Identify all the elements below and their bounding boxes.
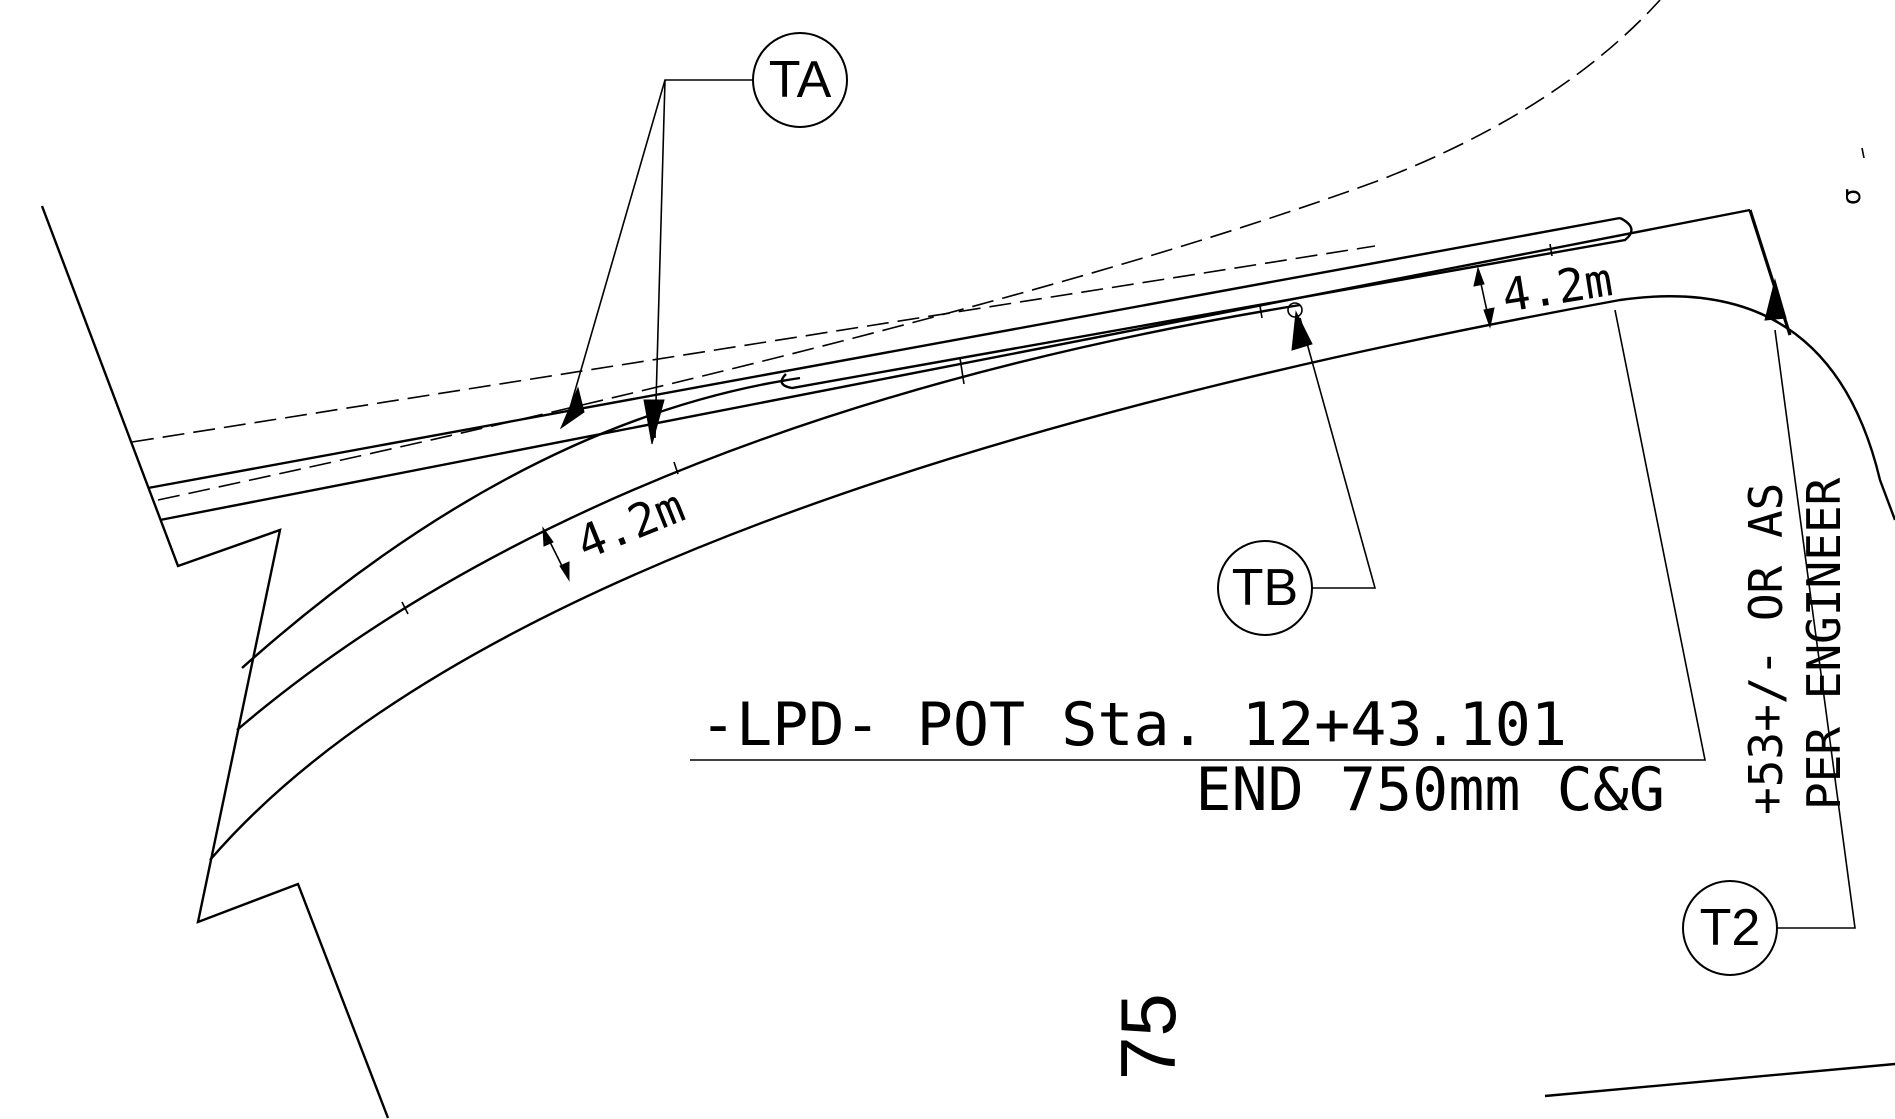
- ta-arrowhead-left: [559, 386, 585, 430]
- ta-callout-label: TA: [769, 51, 832, 109]
- tick-mark: [1549, 243, 1553, 257]
- t2-arrowhead: [1764, 278, 1787, 321]
- tb-arrowhead: [1291, 310, 1313, 351]
- row-dashed-line-lower: [157, 0, 1661, 501]
- outer-curve-line: [209, 295, 1895, 861]
- ta-leader-line: [569, 79, 753, 439]
- ta-arrowhead-right: [643, 399, 665, 445]
- tick-mark: [959, 357, 965, 385]
- curb-line-back: [147, 216, 1621, 490]
- corner-mark: σ: [1837, 189, 1867, 205]
- dimension-arrowhead: [559, 561, 570, 582]
- tb-callout-label: TB: [1232, 559, 1298, 617]
- left-boundary-line: [40, 205, 390, 1119]
- curb-line-top: [159, 208, 1751, 522]
- lower-right-boundary-line: [1544, 1062, 1895, 1098]
- dimension-label-upper: 4.2m: [1498, 252, 1616, 323]
- corner-tick: [1861, 147, 1865, 159]
- tb-leader-line: [1299, 317, 1377, 589]
- end-curb-label: END 750mm C&G: [1195, 755, 1665, 825]
- t2-leader-line: [1774, 329, 1856, 929]
- station-label: -LPD- POT Sta. 12+43.101: [700, 690, 1567, 760]
- station-leader-line: [690, 309, 1706, 761]
- row-dashed-line-upper: [131, 245, 1376, 443]
- tb-target-marker: [1287, 302, 1303, 318]
- t2-callout-label: T2: [1700, 899, 1761, 957]
- side-note-line1: +53+/- OR AS: [1739, 483, 1793, 815]
- dimension-arrowhead: [542, 526, 554, 547]
- lot-number: 75: [1104, 993, 1192, 1080]
- middle-curve-line: [236, 303, 1301, 731]
- inner-curve-line: [241, 376, 801, 669]
- dimension-arrowhead: [1473, 266, 1485, 287]
- tick-mark: [1259, 305, 1263, 319]
- dimension-arrowhead: [1483, 307, 1495, 329]
- tick-mark: [401, 601, 409, 615]
- tick-mark: [673, 461, 679, 475]
- side-note-line2: PER ENGINEER: [1797, 477, 1851, 810]
